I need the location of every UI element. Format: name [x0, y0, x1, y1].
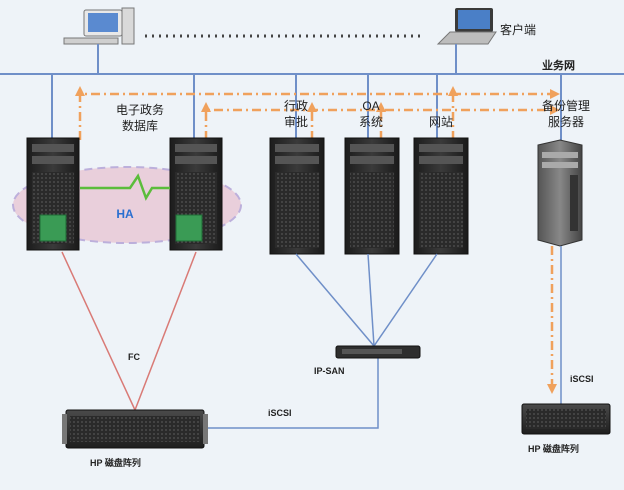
tower-server-icon [344, 137, 400, 255]
admin-label-1: 行政 [284, 99, 308, 113]
heartbeat-line [80, 173, 170, 201]
oa-label-1: OA [362, 99, 379, 113]
arrow-up-icon [307, 102, 317, 112]
ha-label: HA [116, 207, 134, 221]
iscsi-label-left: iSCSI [268, 408, 292, 418]
oa-label-2: 系统 [359, 115, 383, 129]
disk-array-icon [521, 403, 611, 435]
tower-server-icon [537, 139, 583, 247]
business-network-label: 业务网 [542, 58, 575, 72]
admin-label-2: 审批 [284, 114, 308, 129]
arrow-up-icon [201, 102, 211, 112]
disk-array-icon [62, 409, 208, 449]
disk-array-right-label: HP 磁盘阵列 [528, 443, 579, 454]
hba-card-icon [175, 214, 203, 242]
backup-label-2: 服务器 [548, 114, 584, 129]
tower-server-icon [269, 137, 325, 255]
arrow-up-icon [448, 86, 458, 96]
desktop-computer-icon [63, 7, 135, 45]
client-label: 客户端 [500, 22, 536, 37]
arrow-up-icon [376, 102, 386, 112]
fc-line-right [134, 251, 197, 411]
arrow-right-icon [550, 89, 560, 99]
egov-db-label-1: 电子政务 [116, 102, 164, 117]
hba-card-icon [39, 214, 67, 242]
disk-array-left-label: HP 磁盘阵列 [90, 457, 141, 468]
switch-icon [335, 345, 421, 359]
iscsi-label-right: iSCSI [570, 374, 594, 384]
arrow-up-icon [75, 86, 85, 96]
arrow-down-icon [547, 384, 557, 394]
tower-server-icon [413, 137, 469, 255]
ipsan-links [200, 246, 562, 429]
backup-label-1: 备份管理 [542, 98, 590, 113]
fc-label: FC [128, 352, 140, 362]
website-label: 网站 [429, 115, 453, 129]
server-network-drops [51, 74, 562, 140]
egov-db-label-2: 数据库 [122, 118, 158, 133]
arrow-right-icon [550, 105, 560, 115]
fc-line-left [61, 251, 136, 411]
laptop-icon [436, 8, 497, 45]
ipsan-label: IP-SAN [314, 366, 345, 376]
